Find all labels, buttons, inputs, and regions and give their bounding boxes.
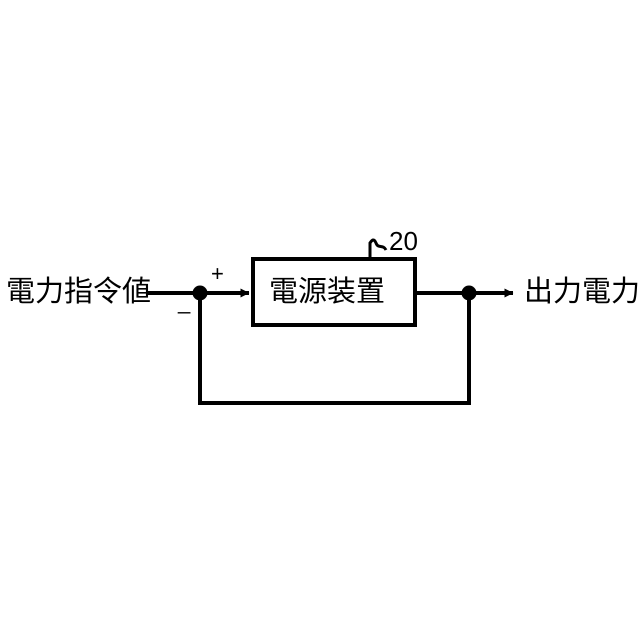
output-label: 出力電力 [524,276,640,308]
reference-number-label: 20 [389,226,418,256]
feedback-tap-node [461,285,477,301]
block-label: 電源装置 [269,276,386,308]
feedback-path [198,293,471,405]
reference-leader-line [368,238,388,259]
summing-junction-node [192,285,208,301]
minus-sign: _ [178,289,191,314]
plus-sign: + [211,261,224,286]
input-label: 電力指令値 [6,276,152,308]
